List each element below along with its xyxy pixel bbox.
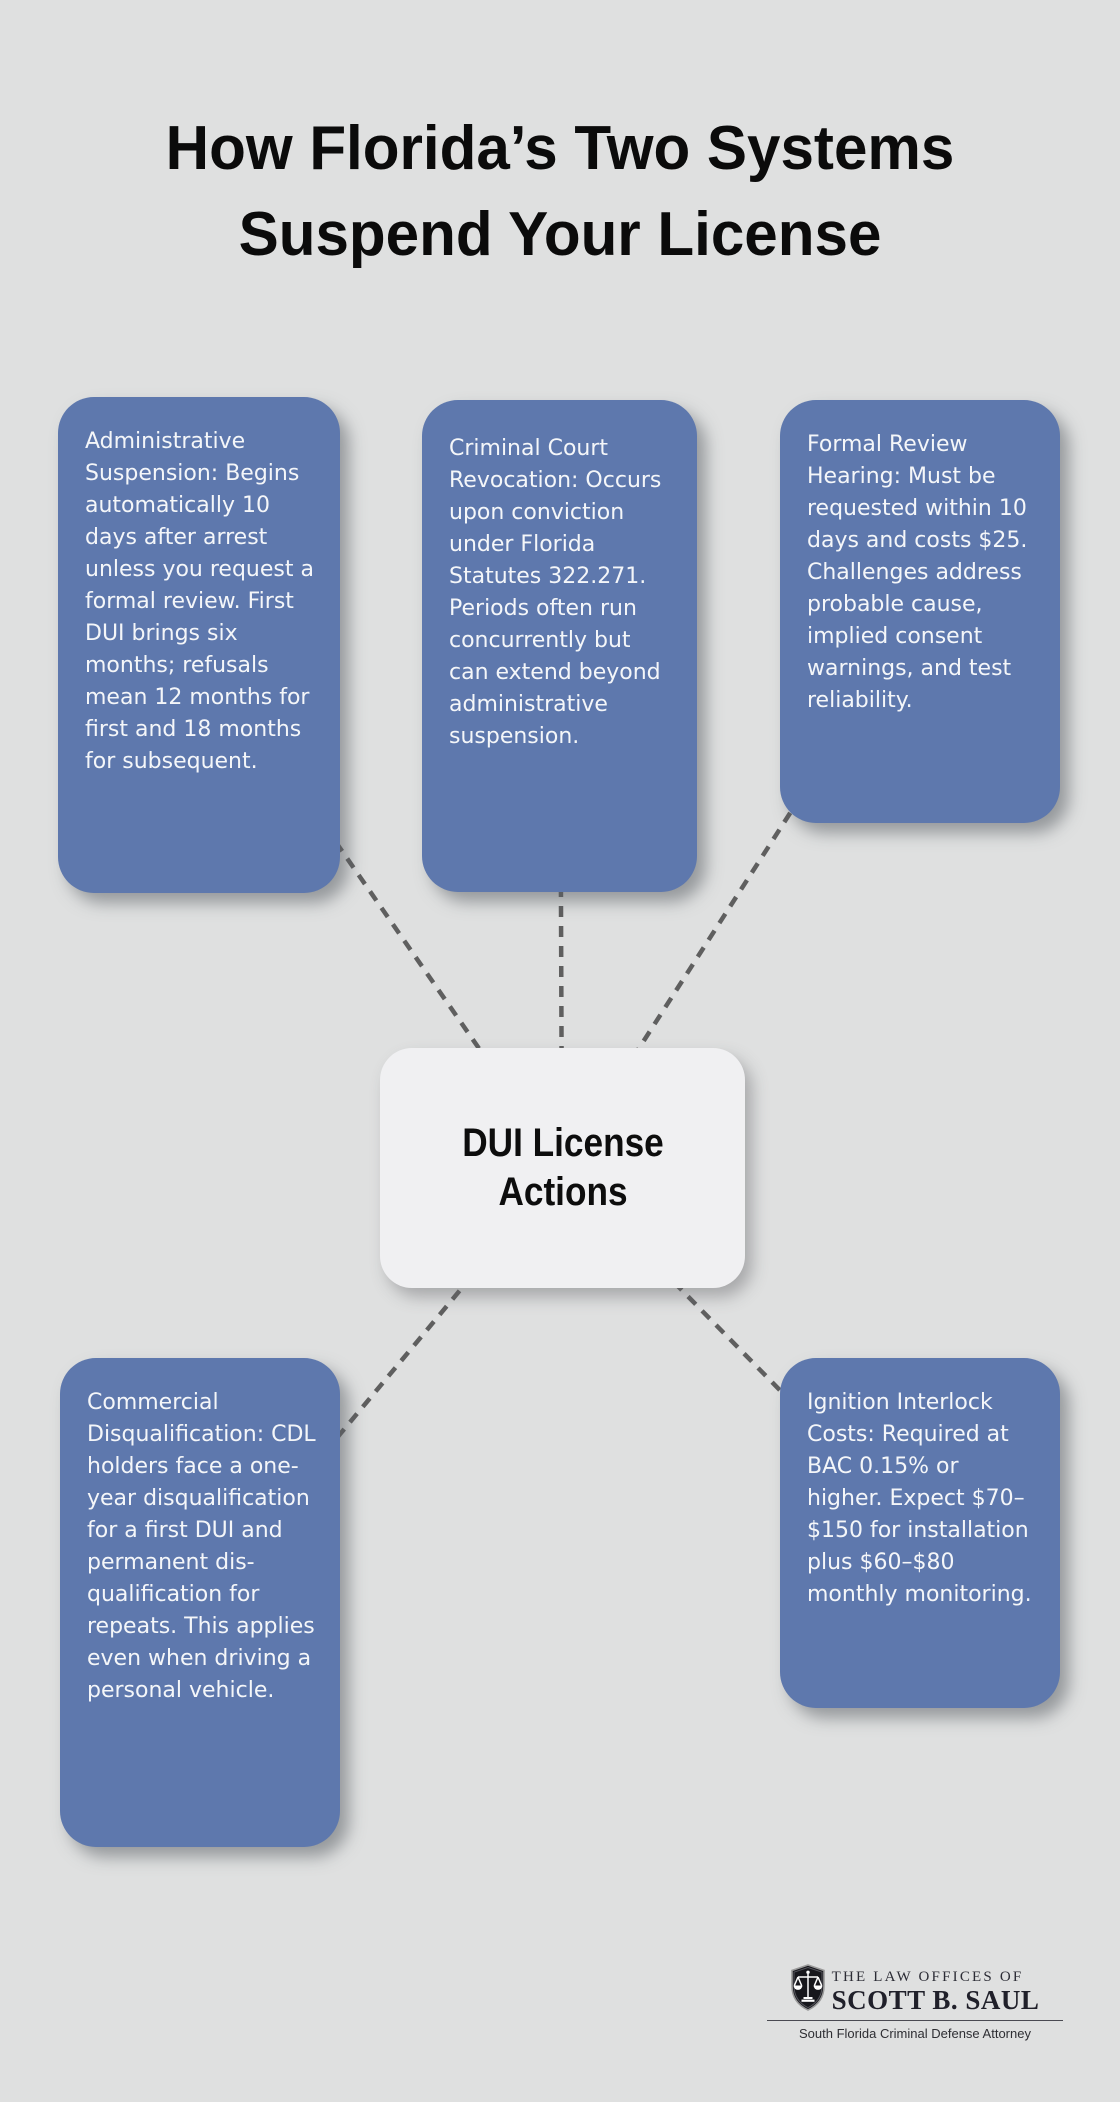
- firm-logo-text: THE LAW OFFICES OF SCOTT B. SAUL: [832, 1961, 1040, 2015]
- node-criminal-court-revocation: Criminal Court Revocation: Occurs upon c…: [422, 400, 697, 892]
- page-title: How Florida’s Two Systems Suspend Your L…: [0, 106, 1120, 278]
- scales-of-justice-shield-icon: [790, 1964, 825, 2011]
- logo-divider: [767, 2020, 1063, 2021]
- node-formal-review-hearing: Formal Review Hearing: Must be requested…: [780, 400, 1060, 823]
- node-commercial-disqualification: Commercial Disqualification: CDL holders…: [60, 1358, 340, 1847]
- firm-logo-row: THE LAW OFFICES OF SCOTT B. SAUL: [767, 1961, 1063, 2015]
- page-title-line-1: How Florida’s Two Systems: [165, 114, 955, 183]
- firm-tagline: South Florida Criminal Defense Attorney: [799, 2026, 1031, 2041]
- node-ignition-interlock-costs: Ignition Interlock Costs: Required at BA…: [780, 1358, 1060, 1708]
- page-title-line-2: Suspend Your License: [238, 200, 882, 269]
- firm-logo: THE LAW OFFICES OF SCOTT B. SAUL South F…: [767, 1961, 1063, 2041]
- firm-name: SCOTT B. SAUL: [831, 1985, 1040, 2015]
- center-node-dui-license-actions: DUI License Actions: [380, 1048, 745, 1288]
- firm-prefix: THE LAW OFFICES OF: [831, 1969, 1024, 1985]
- center-node-label: DUI License Actions: [461, 1121, 664, 1214]
- node-administrative-suspension: Administrative Suspension: Begins automa…: [58, 397, 340, 893]
